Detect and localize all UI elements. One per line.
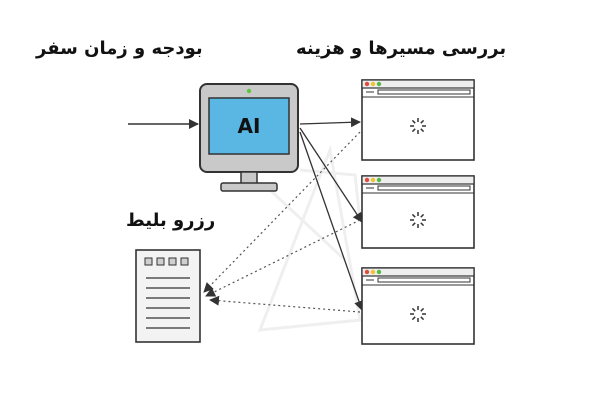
solid-arrows [299, 117, 364, 311]
review-routes-label: بررسی مسیرها و هزینه [296, 38, 507, 59]
ai-label: AI [238, 114, 261, 138]
loading-spinner-icon [410, 306, 426, 322]
dotted-from-browser-3 [209, 295, 361, 313]
dotted-from-browser-2 [205, 219, 361, 297]
power-led [246, 88, 252, 94]
ticket-document-icon [135, 249, 201, 343]
monitor-screen [208, 97, 290, 155]
ai-monitor: AI [199, 83, 299, 192]
budget-time-label: بودجه و زمان سفر [36, 38, 203, 59]
loading-spinner-icon [410, 212, 426, 228]
monitor-base [220, 182, 278, 192]
watermark [257, 144, 362, 332]
browser-window-3 [361, 267, 475, 345]
book-ticket-label: رزرو بلیط [126, 210, 216, 231]
arrow-to-browser-2 [299, 127, 363, 223]
arrow-to-browser-1 [299, 117, 361, 128]
arrow-to-browser-3 [299, 131, 364, 311]
browser-window-1 [361, 79, 475, 161]
loading-spinner-icon [410, 118, 426, 134]
dotted-arrows [203, 131, 361, 313]
dotted-from-browser-1 [203, 131, 361, 293]
monitor-neck [240, 171, 258, 185]
browser-window-2 [361, 175, 475, 249]
